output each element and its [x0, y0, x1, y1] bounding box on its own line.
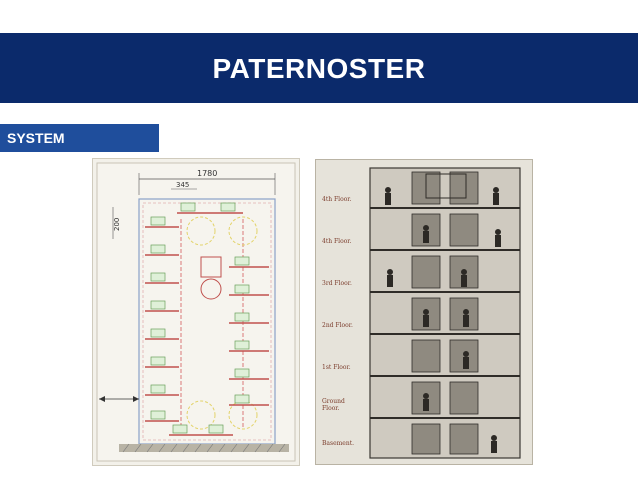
- section-tag-label: SYSTEM: [7, 130, 65, 146]
- floor-label-3: 2nd Floor.: [322, 322, 353, 329]
- floor-label-1: 4th Floor.: [322, 238, 352, 245]
- dim-cabin-width: 345: [176, 181, 189, 189]
- floor-label-0: 4th Floor.: [322, 196, 352, 203]
- dim-cabin-pitch: 200: [113, 218, 121, 231]
- floor-label-2: 3rd Floor.: [322, 280, 352, 287]
- plan-drawing-svg: 1780 345 200: [96, 162, 296, 462]
- dim-overall-width: 1780: [197, 169, 217, 178]
- floor-label-5: Ground Floor.: [322, 398, 345, 412]
- section-tag: SYSTEM: [0, 124, 159, 152]
- slide-title: PATERNOSTER: [212, 53, 426, 84]
- paternoster-section-illustration: 4th Floor. 4th Floor. 3rd Floor. 2nd Flo…: [315, 159, 533, 465]
- title-banner: PATERNOSTER: [0, 33, 638, 103]
- floor-label-6: Basement.: [322, 440, 355, 447]
- paternoster-plan-drawing: 1780 345 200: [92, 158, 300, 466]
- floor-label-4: 1st Floor.: [322, 364, 351, 371]
- section-illustration-svg: [316, 160, 532, 464]
